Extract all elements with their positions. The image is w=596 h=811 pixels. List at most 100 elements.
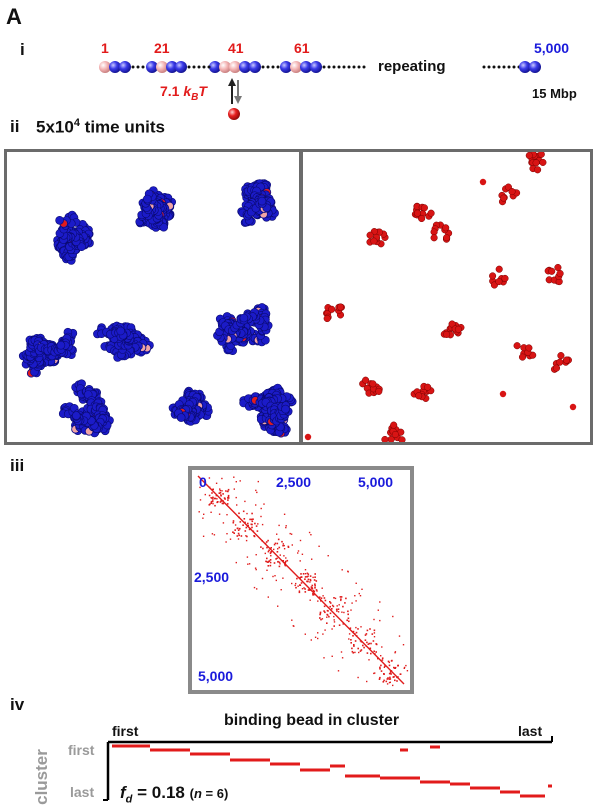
contact-pixel <box>359 650 362 652</box>
factor-bead <box>336 303 345 311</box>
contact-pixel <box>304 591 307 593</box>
contact-pixel <box>253 586 256 589</box>
factor-bead <box>369 380 377 388</box>
contact-pixel <box>233 532 235 534</box>
contact-pixel <box>232 520 235 522</box>
section-label-iv: iv <box>10 695 25 714</box>
contact-pixel <box>291 582 293 585</box>
contact-pixel <box>355 631 358 634</box>
free-factor-bead <box>569 403 577 411</box>
contact-pixel <box>389 678 392 680</box>
contact-pixel <box>389 672 392 674</box>
contact-pixel <box>329 605 331 608</box>
contact-pixel <box>360 641 363 643</box>
contact-pixel <box>221 502 224 505</box>
polymer-bead <box>239 313 249 323</box>
contact-pixel <box>232 521 235 524</box>
factor-cluster <box>430 221 453 243</box>
contact-pixel <box>373 650 375 653</box>
contact-pixel <box>210 500 213 503</box>
contact-pixel <box>349 627 352 629</box>
contact-pixel <box>347 610 349 613</box>
contact-pixel <box>301 588 304 590</box>
contact-pixel <box>323 657 325 659</box>
contact-pixel <box>239 521 242 523</box>
contact-pixel <box>373 636 376 638</box>
chain-dot <box>362 65 366 69</box>
contact-pixel <box>374 653 376 655</box>
contact-pixel <box>319 617 321 619</box>
contact-pixel <box>291 544 293 546</box>
factor-bead <box>366 231 374 239</box>
contact-pixel <box>309 575 312 577</box>
contact-pixel <box>390 673 392 675</box>
contact-pixel <box>309 581 311 583</box>
contact-pixel <box>382 681 385 683</box>
contact-pixel <box>312 589 315 592</box>
contact-pixel <box>304 576 307 578</box>
contact-pixel <box>210 502 212 504</box>
factor-bead <box>489 272 497 280</box>
contact-pixel <box>405 664 407 667</box>
contact-pixel <box>284 563 286 566</box>
contact-pixel <box>337 670 340 672</box>
contact-pixel <box>387 677 389 679</box>
contact-pixel <box>317 600 319 602</box>
contact-pixel <box>312 594 314 596</box>
factor-bead <box>500 194 508 202</box>
contact-pixel <box>212 503 214 505</box>
contact-map-tick-top-2500: 2,500 <box>276 474 312 490</box>
contact-pixel <box>275 558 277 560</box>
contact-pixel <box>336 605 338 607</box>
contact-pixel <box>297 585 299 587</box>
factor-cluster <box>410 382 435 402</box>
contact-pixel <box>322 633 324 635</box>
contact-pixel <box>379 619 381 622</box>
factor-bead <box>381 435 389 442</box>
contact-pixel <box>365 633 368 635</box>
contact-pixel <box>199 486 201 489</box>
contact-pixel <box>366 680 368 683</box>
contact-pixel <box>210 511 212 513</box>
contact-pixel <box>373 672 375 675</box>
contact-pixel <box>283 548 286 550</box>
polymer-bead <box>119 61 131 73</box>
contact-pixel <box>238 512 240 515</box>
contact-pixel <box>236 535 239 537</box>
occupancy-title: binding bead in cluster <box>224 712 400 729</box>
contact-pixel <box>396 680 398 682</box>
section-label-ii: ii <box>10 117 20 136</box>
contact-pixel <box>264 542 267 545</box>
bead-chain-svg <box>99 61 541 120</box>
contact-pixel <box>267 596 269 598</box>
contact-pixel <box>229 538 232 540</box>
bead-label-61: 61 <box>294 40 310 56</box>
contact-pixel <box>235 561 237 564</box>
contact-pixel <box>213 534 216 536</box>
contact-pixel <box>355 626 357 629</box>
contact-pixel <box>397 676 399 678</box>
contact-pixel <box>269 564 272 567</box>
chain-dot <box>192 65 196 69</box>
factor-cluster <box>513 342 537 361</box>
contact-pixel <box>273 543 276 546</box>
polymer-bead <box>166 61 178 73</box>
contact-pixel <box>375 651 377 653</box>
factor-bead <box>556 358 564 366</box>
contact-pixel <box>392 615 394 618</box>
contact-pixel <box>252 530 255 533</box>
contact-pixel <box>323 605 326 608</box>
contact-pixel <box>233 488 235 490</box>
contact-pixel <box>297 552 299 554</box>
free-factor-bead <box>499 390 507 398</box>
occupancy-y-last: last <box>70 784 95 800</box>
factor-bead <box>430 234 438 242</box>
contact-pixel <box>300 576 303 578</box>
contact-pixel <box>386 683 389 685</box>
contact-pixel <box>234 529 236 531</box>
contact-pixel <box>310 579 312 582</box>
contact-pixel <box>280 589 282 591</box>
chain-dot <box>266 65 270 69</box>
contact-pixel <box>218 492 221 494</box>
polymer-bead <box>159 222 168 232</box>
